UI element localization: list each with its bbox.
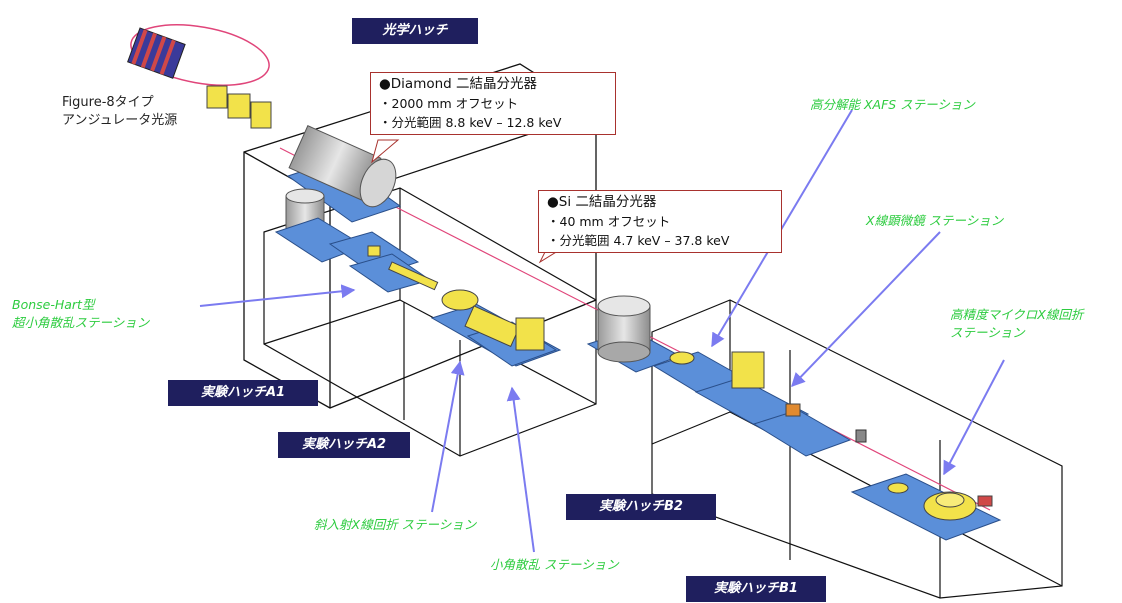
xray-microscope-station-label: X線顕微鏡 ステーション xyxy=(866,213,1004,228)
undulator-source xyxy=(127,24,272,129)
hutch-b2-label: 実験ハッチB2 xyxy=(566,494,716,520)
diamond-monochromator-callout: ●Diamond 二結晶分光器 ・2000 mm オフセット ・分光範囲 8.8… xyxy=(370,72,616,135)
diamond-callout-offset: ・2000 mm オフセット xyxy=(379,96,519,111)
diamond-callout-range: ・分光範囲 8.8 keV – 12.8 keV xyxy=(379,115,562,130)
hutch-a1-label: 実験ハッチA1 xyxy=(168,380,318,406)
grazing-xrd-station-label: 斜入射X線回折 ステーション xyxy=(314,517,477,532)
si-monochromator xyxy=(586,295,682,373)
high-res-xafs-station-label: 高分解能 XAFS ステーション xyxy=(810,97,975,112)
micro-xrd-label-line1: 高精度マイクロX線回折 xyxy=(950,307,1084,322)
diamond-callout-title: ●Diamond 二結晶分光器 xyxy=(379,76,538,92)
bonse-hart-label-line1: Bonse-Hart型 xyxy=(12,297,95,312)
diamond-monochromator xyxy=(274,125,402,263)
grazing-xrd-arrow xyxy=(431,360,465,513)
source-label-line1: Figure-8タイプ xyxy=(62,95,154,110)
bonse-hart-label-line2: 超小角散乱ステーション xyxy=(12,315,150,330)
diamond-callout-pointer xyxy=(371,139,400,164)
xafs-arrow xyxy=(711,109,853,348)
a1-equipment xyxy=(328,231,439,293)
si-callout-range: ・分光範囲 4.7 keV – 37.8 keV xyxy=(547,233,730,248)
b1-equipment xyxy=(850,473,1002,541)
saxs-arrow xyxy=(506,386,535,553)
source-label: Figure-8タイプ アンジュレータ光源 xyxy=(62,94,177,130)
hutch-a2-label: 実験ハッチA2 xyxy=(278,432,410,458)
optics-hutch-label: 光学ハッチ xyxy=(352,18,478,44)
source-label-line2: アンジュレータ光源 xyxy=(62,113,178,128)
station-arrows xyxy=(199,109,1005,553)
micro-xrd-label-line2: ステーション xyxy=(950,325,1025,340)
bonse-hart-arrow xyxy=(199,284,356,307)
saxs-station-label: 小角散乱 ステーション xyxy=(490,557,619,572)
si-callout-offset: ・40 mm オフセット xyxy=(547,214,671,229)
b2-equipment xyxy=(652,351,867,457)
microscope-arrow xyxy=(791,231,941,388)
si-monochromator-callout: ●Si 二結晶分光器 ・40 mm オフセット ・分光範囲 4.7 keV – … xyxy=(538,190,782,253)
si-callout-title: ●Si 二結晶分光器 xyxy=(547,194,657,210)
micro-xrd-station-label: 高精度マイクロX線回折 ステーション xyxy=(950,306,1083,342)
micro-xrd-arrow xyxy=(943,359,1005,476)
bonse-hart-station-label: Bonse-Hart型 超小角散乱ステーション xyxy=(12,296,149,332)
a2-equipment xyxy=(430,289,562,367)
hutch-b1-label: 実験ハッチB1 xyxy=(686,576,826,602)
